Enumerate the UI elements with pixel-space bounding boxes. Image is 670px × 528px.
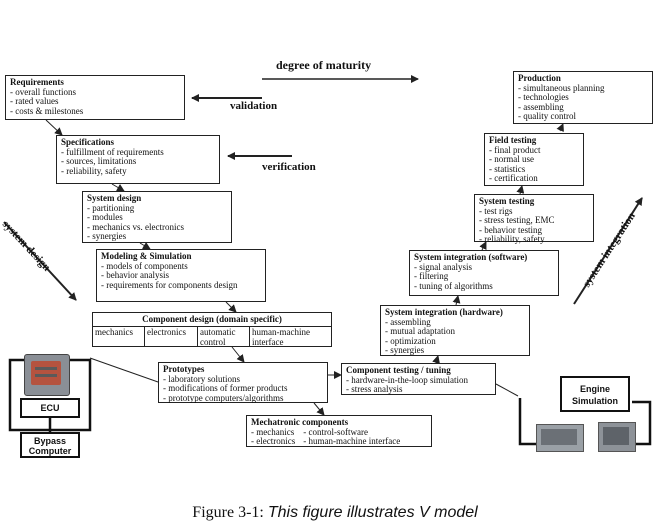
- list-item: prototype computers/algorithms: [163, 393, 323, 404]
- system-design-box: System design partitioning modules mecha…: [82, 191, 232, 243]
- degree-of-maturity-label: degree of maturity: [276, 58, 372, 72]
- list-item: technologies: [518, 93, 648, 103]
- field-testing-title: Field testing: [489, 135, 537, 145]
- list-item: quality control: [518, 112, 648, 122]
- list-item: overall functions: [10, 87, 180, 98]
- prototypes-box: Prototypes laboratory solutions modifica…: [158, 362, 328, 403]
- list-item: human-machine interface: [303, 437, 400, 447]
- engine-model-icon: [598, 422, 636, 452]
- production-title: Production: [518, 73, 561, 83]
- list-item: normal use: [489, 155, 579, 165]
- requirements-box: Requirements overall functions rated val…: [5, 75, 185, 120]
- list-item: stress testing, EMC: [479, 216, 589, 226]
- list-item: reliability, safety: [479, 235, 589, 245]
- validation-label: validation: [230, 100, 278, 112]
- mechatronic-components-title: Mechatronic components: [251, 417, 349, 427]
- list-item: rated values: [10, 97, 180, 107]
- system-integration-software-title: System integration (software): [414, 252, 528, 262]
- ecu-box: ECU: [20, 398, 80, 418]
- list-item: modules: [87, 213, 227, 223]
- specifications-box: Specifications fulfillment of requiremen…: [56, 135, 220, 184]
- system-integration-software-box: System integration (software) signal ana…: [409, 250, 559, 296]
- list-item: mutual adaptation: [385, 327, 525, 337]
- list-item: behavior analysis: [101, 271, 261, 281]
- list-item: electronics: [251, 437, 295, 447]
- component-cell-hmi: human-machine interface: [252, 327, 310, 347]
- figure-caption: Figure 3-1: This figure illustrates V mo…: [0, 504, 670, 522]
- component-design-box: Component design (domain specific) mecha…: [92, 312, 332, 347]
- list-item: assembling: [518, 102, 648, 113]
- list-item: certification: [489, 174, 579, 184]
- system-design-arrow: [3, 221, 77, 301]
- system-testing-box: System testing test rigs stress testing,…: [474, 194, 594, 245]
- hil-hardware-icon: [536, 424, 584, 452]
- list-item: behavior testing: [479, 225, 589, 236]
- list-item: laboratory solutions: [163, 374, 323, 385]
- engine-simulation-box: Engine Simulation: [560, 376, 630, 412]
- list-item: control-software: [303, 427, 400, 438]
- list-item: stress analysis: [346, 385, 491, 395]
- system-integration-hardware-title: System integration (hardware): [385, 307, 503, 317]
- list-item: mechanics vs. electronics: [87, 222, 227, 233]
- list-item: synergies: [385, 346, 525, 356]
- system-testing-title: System testing: [479, 196, 535, 206]
- list-item: assembling: [385, 317, 525, 328]
- modeling-simulation-box: Modeling & Simulation models of componen…: [96, 249, 266, 302]
- component-cell-electronics: electronics: [145, 327, 198, 347]
- production-box: Production simultaneous planning technol…: [513, 71, 653, 124]
- list-item: test rigs: [479, 206, 589, 217]
- list-item: tuning of algorithms: [414, 281, 554, 292]
- mechatronic-components-box: Mechatronic components mechanics electro…: [246, 415, 432, 447]
- list-item: filtering: [414, 272, 554, 282]
- list-item: sources, limitations: [61, 157, 215, 167]
- system-integration-arrow: [573, 197, 643, 305]
- verification-label: verification: [262, 161, 316, 173]
- system-design-title: System design: [87, 193, 142, 203]
- list-item: optimization: [385, 336, 525, 347]
- component-cell-mechanics: mechanics: [93, 327, 145, 347]
- requirements-title: Requirements: [10, 77, 64, 87]
- engine-photo-icon: [24, 354, 70, 396]
- list-item: reliability, safety: [61, 166, 215, 177]
- list-item: signal analysis: [414, 262, 554, 273]
- list-item: hardware-in-the-loop simulation: [346, 375, 491, 386]
- specifications-title: Specifications: [61, 137, 114, 147]
- component-testing-title: Component testing / tuning: [346, 365, 451, 375]
- caption-prefix: Figure 3-1:: [192, 504, 264, 521]
- list-item: costs & milestones: [10, 106, 180, 117]
- list-item: synergies: [87, 232, 227, 242]
- list-item: final product: [489, 145, 579, 156]
- component-cell-automatic-control: automatic control: [198, 327, 250, 347]
- component-design-title: Component design (domain specific): [142, 314, 282, 324]
- list-item: modifications of former products: [163, 384, 323, 394]
- bypass-computer-box: Bypass Computer: [20, 432, 80, 458]
- list-item: requirements for components design: [101, 280, 241, 291]
- list-item: mechanics: [251, 427, 295, 438]
- list-item: partitioning: [87, 203, 227, 214]
- system-integration-hardware-box: System integration (hardware) assembling…: [380, 305, 530, 356]
- list-item: statistics: [489, 164, 579, 175]
- list-item: simultaneous planning: [518, 83, 648, 94]
- caption-text: This figure illustrates V model: [267, 504, 478, 521]
- component-testing-box: Component testing / tuning hardware-in-t…: [341, 363, 496, 395]
- field-testing-box: Field testing final product normal use s…: [484, 133, 584, 186]
- list-item: models of components: [101, 261, 261, 272]
- modeling-simulation-title: Modeling & Simulation: [101, 251, 192, 261]
- list-item: fulfillment of requirements: [61, 147, 215, 158]
- prototypes-title: Prototypes: [163, 364, 205, 374]
